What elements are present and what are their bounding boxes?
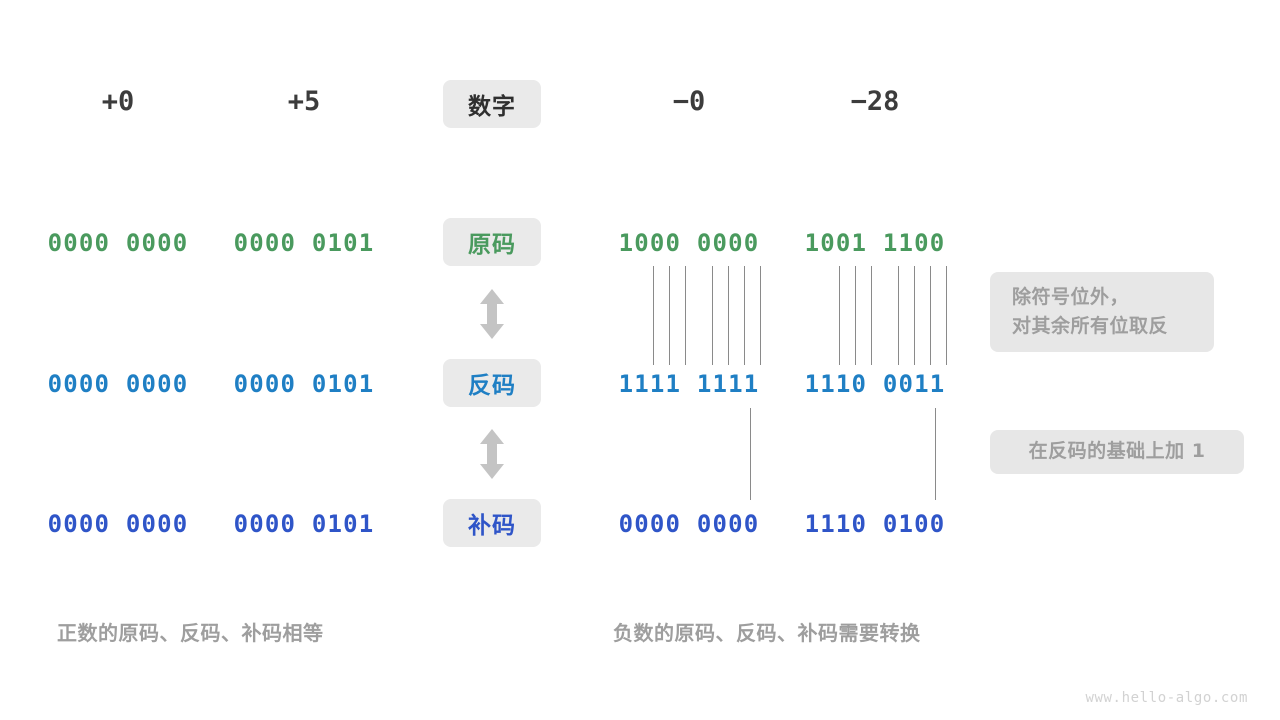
bits-ones-complement-neg-zero: 1111 1111: [618, 370, 760, 398]
double-arrow-vertical-icon: [478, 288, 506, 340]
bits-ones-complement-neg-28: 1110 0011: [804, 370, 946, 398]
column-header-neg-zero: −0: [672, 86, 706, 117]
caption-negative: 负数的原码、反码、补码需要转换: [613, 621, 921, 645]
connector-line: [946, 266, 947, 365]
connector-line: [871, 266, 872, 365]
chip-label-twos-complement: 补码: [443, 499, 541, 547]
bits-sign-magnitude-neg-28: 1001 1100: [804, 229, 946, 257]
caption-positive: 正数的原码、反码、补码相等: [57, 621, 324, 645]
bits-sign-magnitude-pos-zero: 0000 0000: [47, 229, 189, 257]
bits-twos-complement-neg-zero: 0000 0000: [618, 510, 760, 538]
bits-twos-complement-pos-zero: 0000 0000: [47, 510, 189, 538]
chip-label-number: 数字: [443, 80, 541, 128]
bits-ones-complement-pos-zero: 0000 0000: [47, 370, 189, 398]
note-invert-line-1: 除符号位外，: [1012, 285, 1130, 308]
chip-label-sign-magnitude: 原码: [443, 218, 541, 266]
column-header-neg-28: −28: [850, 86, 900, 117]
connector-line: [728, 266, 729, 365]
connector-line: [935, 408, 936, 500]
note-invert-bits: 除符号位外， 对其余所有位取反: [990, 272, 1214, 352]
double-arrow-vertical-icon-2: [478, 428, 506, 480]
bits-ones-complement-pos-five: 0000 0101: [233, 370, 375, 398]
connector-line: [669, 266, 670, 365]
connector-line: [914, 266, 915, 365]
connector-line: [744, 266, 745, 365]
connector-line: [760, 266, 761, 365]
note-add-one-line-1: 在反码的基础上加 1: [1028, 440, 1206, 463]
bits-sign-magnitude-neg-zero: 1000 0000: [618, 229, 760, 257]
note-invert-line-2: 对其余所有位取反: [1012, 315, 1169, 337]
connector-line: [930, 266, 931, 365]
connector-line: [855, 266, 856, 365]
connector-line: [898, 266, 899, 365]
note-add-one: 在反码的基础上加 1: [990, 430, 1244, 474]
connector-line: [839, 266, 840, 365]
column-header-pos-five: +5: [287, 86, 321, 117]
bits-sign-magnitude-pos-five: 0000 0101: [233, 229, 375, 257]
connector-line: [685, 266, 686, 365]
column-header-pos-zero: +0: [101, 86, 135, 117]
connector-line: [750, 408, 751, 500]
bits-twos-complement-pos-five: 0000 0101: [233, 510, 375, 538]
connector-line: [653, 266, 654, 365]
chip-label-ones-complement: 反码: [443, 359, 541, 407]
connector-line: [712, 266, 713, 365]
bits-twos-complement-neg-28: 1110 0100: [804, 510, 946, 538]
watermark: www.hello-algo.com: [1085, 690, 1248, 706]
